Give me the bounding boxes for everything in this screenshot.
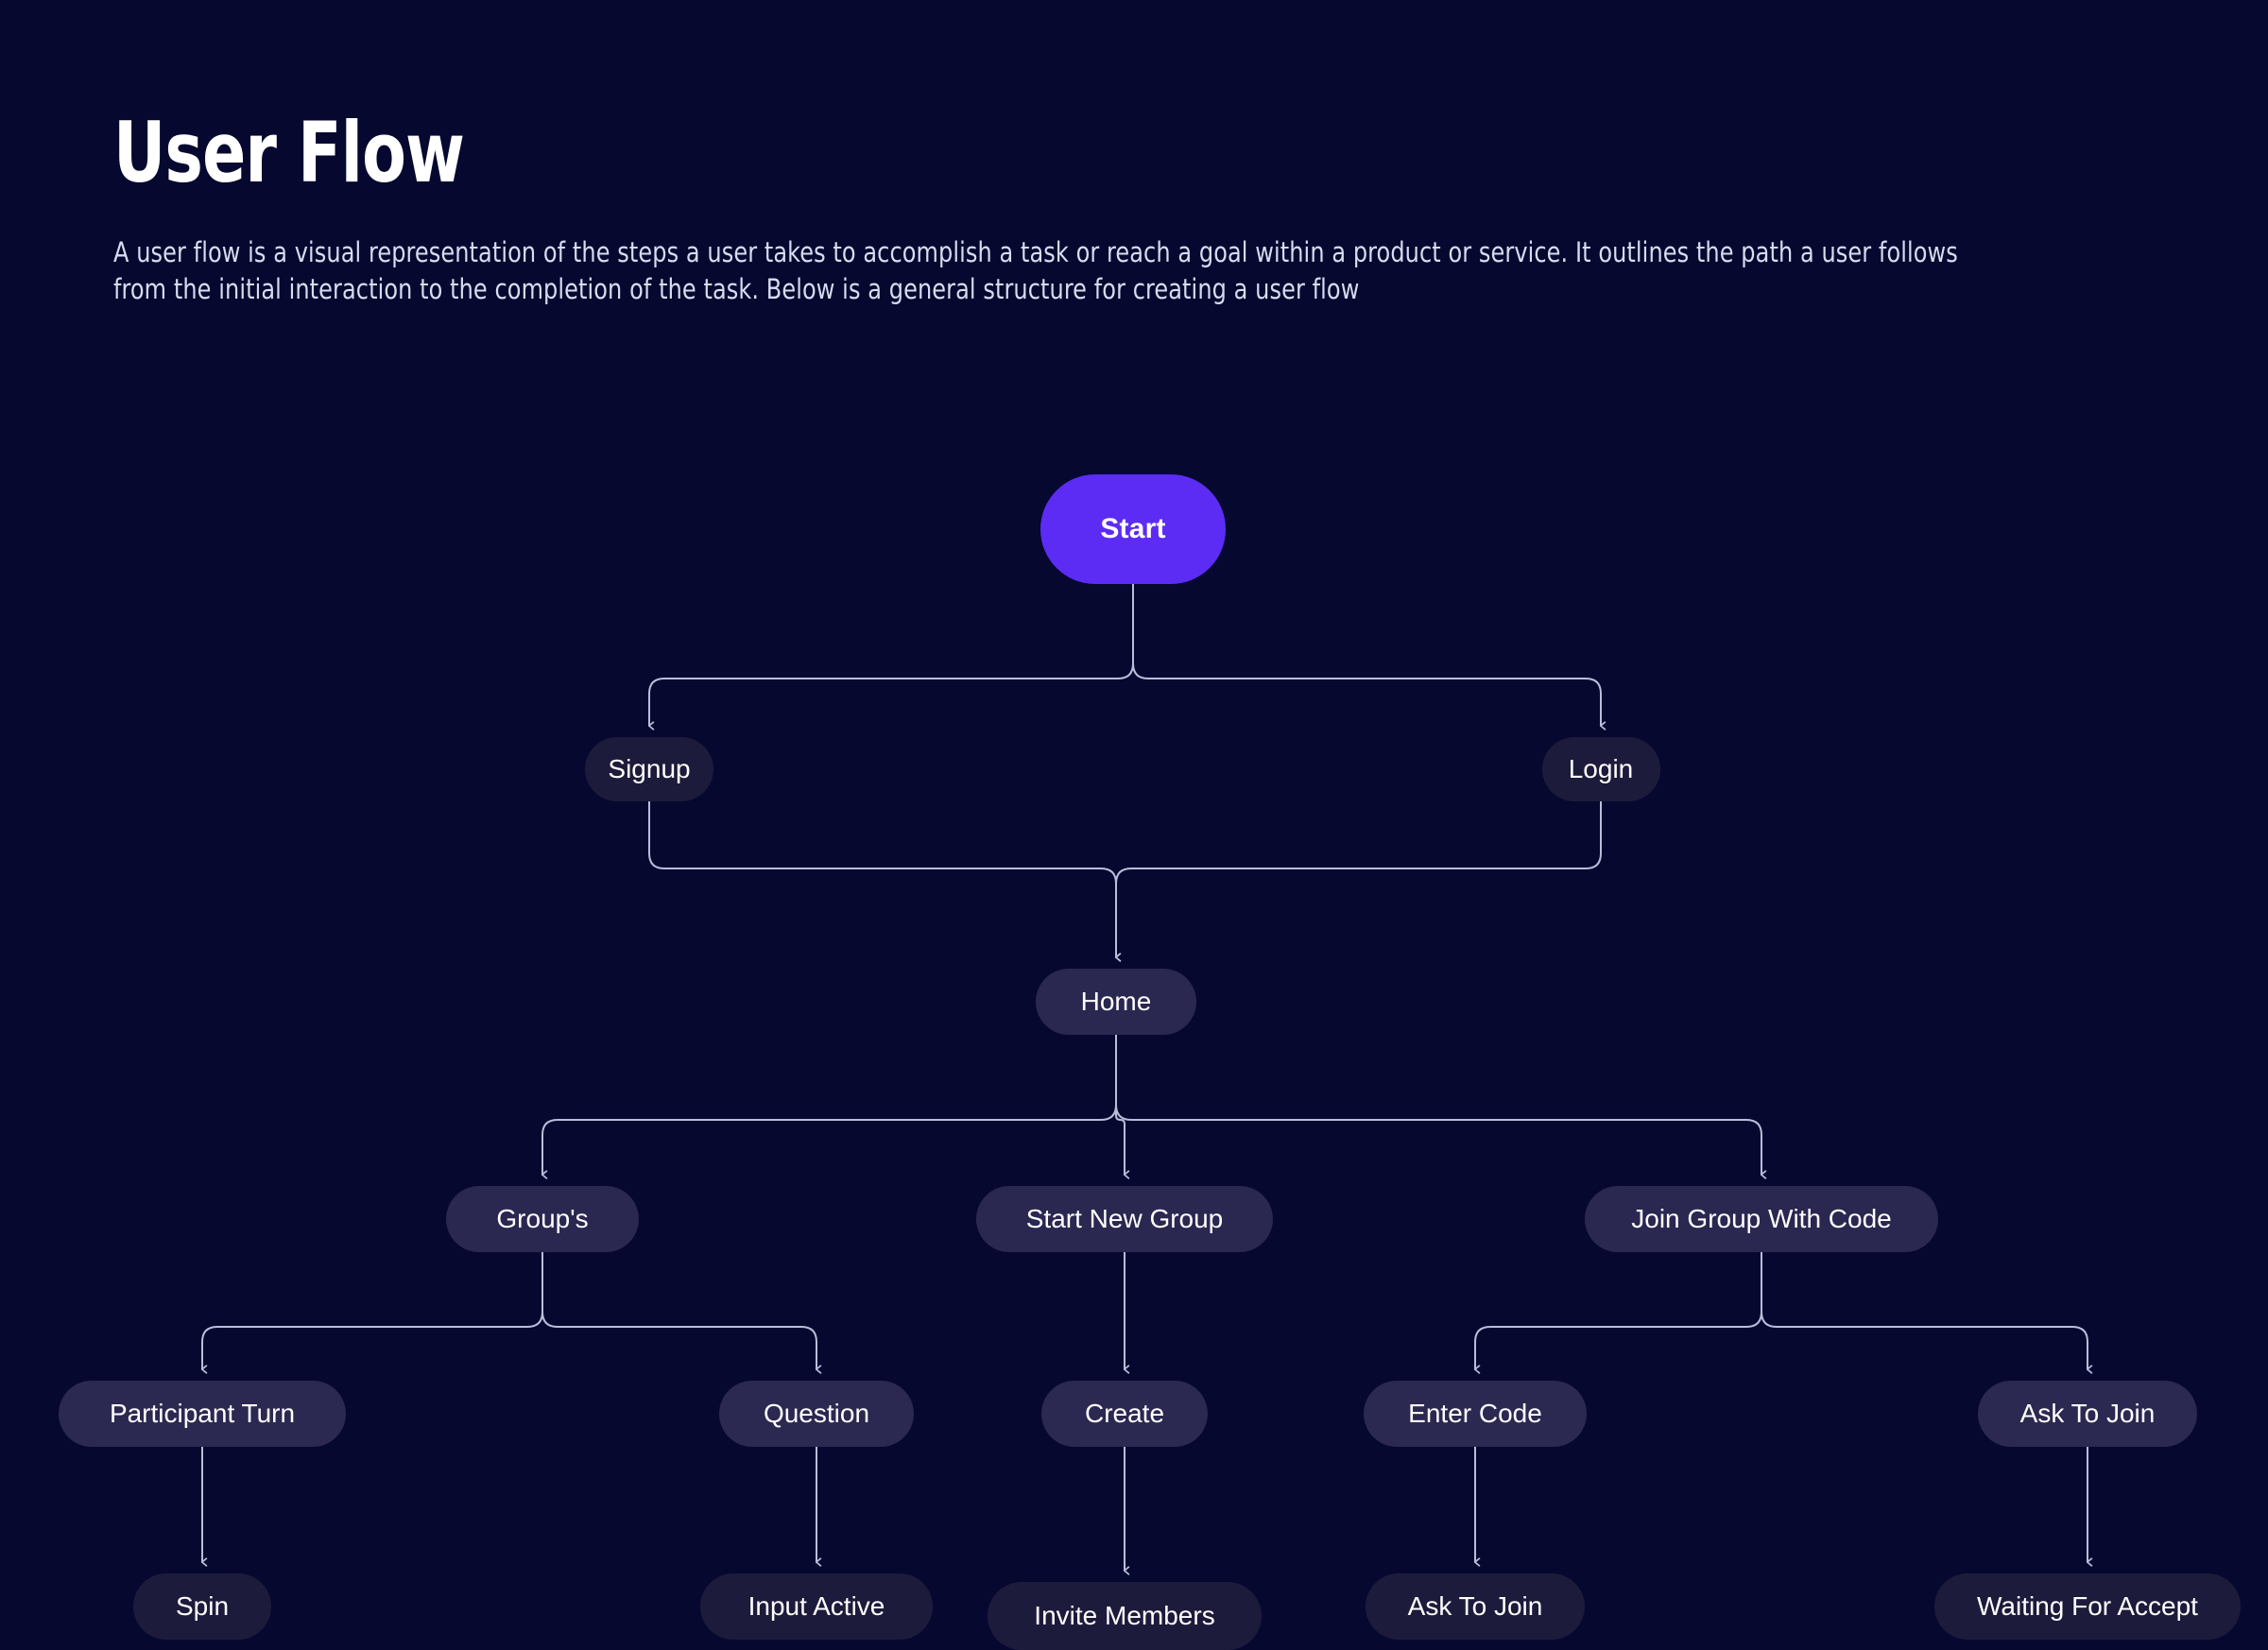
flow-node-signup[interactable]: Signup — [585, 737, 713, 801]
flow-node-join-group-code[interactable]: Join Group With Code — [1585, 1186, 1938, 1252]
flow-node-label: Join Group With Code — [1631, 1204, 1892, 1233]
flow-node-ask-to-join-b[interactable]: Ask To Join — [1366, 1573, 1585, 1640]
flow-node-label: Login — [1568, 754, 1634, 783]
flow-edge — [1132, 583, 1601, 726]
flow-edge — [649, 583, 1134, 726]
flow-node-label: Spin — [175, 1591, 230, 1621]
flow-node-enter-code[interactable]: Enter Code — [1364, 1381, 1587, 1447]
flow-edge — [202, 1251, 543, 1369]
flow-node-label: Home — [1080, 987, 1152, 1016]
flow-node-login[interactable]: Login — [1541, 737, 1660, 801]
flow-edge — [542, 1034, 1117, 1175]
flow-node-label: Start — [1100, 513, 1166, 544]
flow-node-label: Waiting For Accept — [1977, 1591, 2198, 1621]
flow-node-label: Enter Code — [1408, 1399, 1542, 1428]
flow-node-label: Invite Members — [1034, 1601, 1215, 1630]
flow-edge — [1115, 1034, 1761, 1175]
flow-node-label: Create — [1084, 1399, 1165, 1428]
page-description: A user flow is a visual representation o… — [113, 236, 1958, 305]
flow-node-waiting-accept[interactable]: Waiting For Accept — [1934, 1573, 2241, 1640]
flow-edge — [1475, 1251, 1762, 1369]
flow-node-ask-to-join-a[interactable]: Ask To Join — [1978, 1381, 2197, 1447]
flow-node-label: Ask To Join — [1407, 1591, 1543, 1621]
flow-node-label: Group's — [496, 1204, 589, 1233]
flow-node-create[interactable]: Create — [1041, 1381, 1208, 1447]
flow-node-label: Question — [763, 1399, 870, 1428]
flow-node-label: Ask To Join — [2019, 1399, 2156, 1428]
flow-node-spin[interactable]: Spin — [133, 1573, 271, 1640]
flow-node-groups[interactable]: Group's — [446, 1186, 639, 1252]
page-title: User Flow — [113, 104, 465, 201]
flow-node-label: Participant Turn — [109, 1399, 296, 1428]
flow-edge — [1115, 1034, 1125, 1175]
flow-edge — [1761, 1251, 2088, 1369]
flow-node-label: Input Active — [747, 1591, 885, 1621]
flow-node-label: Signup — [608, 754, 691, 783]
flow-edge — [541, 1251, 816, 1369]
flow-node-start-new-group[interactable]: Start New Group — [976, 1186, 1273, 1252]
flow-node-input-active[interactable]: Input Active — [700, 1573, 933, 1640]
flow-edge — [648, 800, 1116, 957]
flow-node-participant-turn[interactable]: Participant Turn — [59, 1381, 346, 1447]
flow-node-home[interactable]: Home — [1036, 969, 1196, 1035]
flow-node-invite-members[interactable]: Invite Members — [988, 1582, 1262, 1650]
flow-edge — [1116, 800, 1602, 957]
flow-node-start[interactable]: Start — [1040, 474, 1226, 584]
page-header: User Flow A user flow is a visual repres… — [113, 112, 2174, 307]
flow-node-label: Start New Group — [1025, 1204, 1224, 1233]
flow-node-question[interactable]: Question — [719, 1381, 914, 1447]
